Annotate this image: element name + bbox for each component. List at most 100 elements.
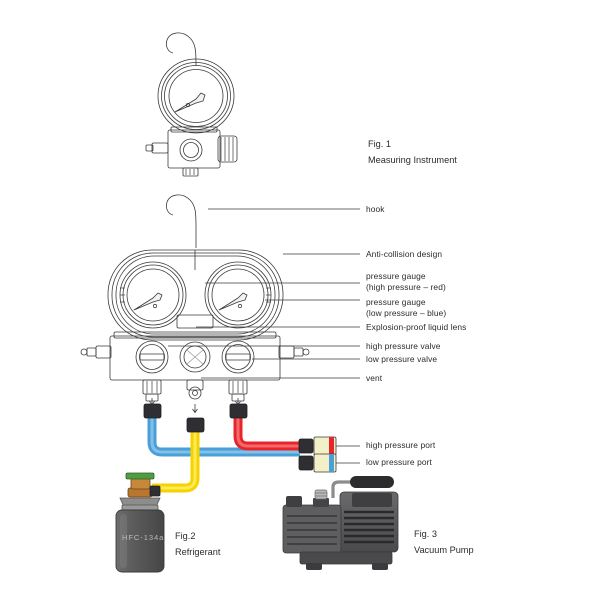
manifold-body-top-rail xyxy=(113,331,277,339)
cylinder-highlight xyxy=(120,514,127,568)
gauge-low-face xyxy=(211,268,265,322)
gauge-high-ring-outer xyxy=(119,261,187,329)
fig1-gauge-ring-3 xyxy=(164,65,228,127)
pump-block-ribs xyxy=(287,515,337,545)
fig1-valve-knob xyxy=(217,135,238,163)
gauge-low-ring-2 xyxy=(207,264,269,326)
manifold-hook-icon xyxy=(165,194,197,248)
valve-knob-high xyxy=(135,340,169,374)
manifold-assembly xyxy=(80,194,310,402)
fig1-knob-ribs xyxy=(220,137,234,161)
callout-anticollision-label: Anti-collision design xyxy=(366,249,443,259)
assembly-arrows xyxy=(149,398,241,414)
gauge-high-ring-2 xyxy=(122,264,184,326)
fig3-vacuum-pump xyxy=(282,476,399,570)
pump-base xyxy=(299,551,393,565)
gauge-high-pivot xyxy=(152,303,158,309)
hose-collar-yellow xyxy=(186,417,205,433)
pump-block xyxy=(282,504,342,554)
callout-gauge-high-label-line1: pressure gauge xyxy=(366,271,426,281)
fig1-body-block xyxy=(167,129,221,169)
hp-port-stripe xyxy=(329,437,334,455)
pump-foot-right xyxy=(372,563,388,570)
callout-hook-label: hook xyxy=(366,204,385,214)
manifold-body-block xyxy=(109,335,281,381)
pump-motor-fins xyxy=(344,510,394,544)
manifold-nameplate xyxy=(176,314,214,329)
fig1-gauge-ring-outer xyxy=(157,58,235,134)
cylinder-hose-collar xyxy=(149,485,161,497)
gauge-low-ring-outer xyxy=(204,261,272,329)
cylinder-valve-handle xyxy=(125,472,155,480)
fig1-side-port-tip xyxy=(145,144,154,152)
hose-blue-highlight xyxy=(150,418,300,454)
callout-gauge-low-label-line1: pressure gauge xyxy=(366,297,426,307)
callout-lens-label: Explosion-proof liquid lens xyxy=(366,322,467,332)
gauge-high-bezel-ticks xyxy=(120,287,125,303)
gauge-high-pressure xyxy=(119,261,187,329)
manifold-bottom-fitting-right xyxy=(228,379,248,402)
pump-foot-left xyxy=(306,563,322,570)
fig2-refrigerant-cylinder xyxy=(115,472,165,573)
cylinder-valve-neck xyxy=(130,477,151,490)
valve-knob-low-slot xyxy=(225,353,251,361)
hose-collars xyxy=(143,403,248,433)
fig3-title: Fig. 3 xyxy=(414,529,437,539)
hose-yellow xyxy=(152,432,200,493)
cylinder-body xyxy=(115,509,165,573)
pump-intake-ribs xyxy=(315,492,327,497)
hose-collar-blue xyxy=(143,403,162,419)
fig1-gauge-pivot xyxy=(185,103,190,108)
fig1-side-port xyxy=(151,142,169,154)
fig1-body-top-plate xyxy=(170,126,218,133)
fig1-bottom-fitting-ribs xyxy=(185,169,195,175)
fig1-gauge-needle xyxy=(174,92,206,113)
lp-port-collar xyxy=(298,455,314,471)
high-pressure-port-fitting xyxy=(298,436,360,456)
gauge-high-needle xyxy=(133,292,163,311)
fig1-gauge-face xyxy=(168,69,224,123)
fig1-gauge-ring-2 xyxy=(161,62,231,130)
fig3-caption: Vacuum Pump xyxy=(414,545,474,555)
fig1-caption: Measuring Instrument xyxy=(368,155,457,165)
callout-gauge-high-label-line2: (high pressure – red) xyxy=(366,282,446,292)
hose-red xyxy=(233,418,300,451)
fig1-bottom-fitting xyxy=(182,167,199,177)
fig1-hook-icon xyxy=(165,32,197,67)
fig1-sight-glass-inner xyxy=(183,142,199,158)
fig2-caption: Refrigerant xyxy=(175,547,221,557)
pump-intake-fitting xyxy=(314,489,328,500)
gauge-low-needle xyxy=(218,292,248,311)
anti-collision-shell-3 xyxy=(115,255,276,335)
anti-collision-shell-1 xyxy=(107,249,284,341)
manifold-side-port-right xyxy=(278,345,310,359)
lp-port-stripe xyxy=(329,454,334,472)
hose-yellow-highlight xyxy=(152,432,197,490)
cylinder-label: HFC-134a xyxy=(122,533,165,542)
hp-port-collar xyxy=(298,438,314,454)
manifold-side-port-left xyxy=(80,345,112,359)
gauge-high-face xyxy=(126,268,180,322)
hose-red-highlight xyxy=(236,418,300,448)
gauge-low-pressure xyxy=(204,261,272,329)
fig2-title: Fig.2 xyxy=(175,531,196,541)
hose-collar-red xyxy=(229,403,248,419)
explosion-proof-liquid-lens xyxy=(179,341,211,373)
pump-handle-grip xyxy=(350,476,394,488)
pump-handle-arm xyxy=(331,480,352,498)
pump-motor-cap xyxy=(352,493,392,507)
gauge-low-bezel-ticks xyxy=(266,287,271,303)
low-pressure-port-fitting xyxy=(298,453,360,473)
callout-port-high-label: high pressure port xyxy=(366,440,436,450)
callout-port-low-label: low pressure port xyxy=(366,457,432,467)
fig1-instrument xyxy=(145,32,238,177)
valve-knob-high-slot xyxy=(139,353,165,361)
callout-gauge-low-label-line2: (low pressure – blue) xyxy=(366,308,447,318)
fig1-title: Fig. 1 xyxy=(368,139,391,149)
callout-valve-low-label: low pressure valve xyxy=(366,354,438,364)
valve-knob-low xyxy=(221,340,255,374)
manifold-bottom-fitting-left xyxy=(142,379,162,402)
pump-intake-base xyxy=(313,498,329,507)
